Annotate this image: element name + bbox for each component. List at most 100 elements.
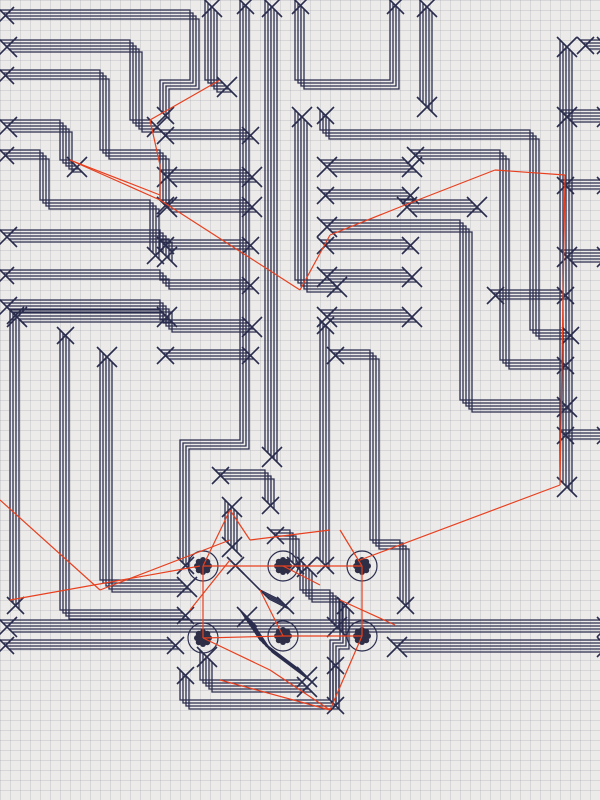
- trace-bus-33[interactable]: [396, 196, 488, 218]
- trace-bus-15[interactable]: [261, 0, 283, 468]
- trace-bus-11[interactable]: [156, 196, 263, 218]
- trace-segment[interactable]: [6, 155, 157, 256]
- trace-segment[interactable]: [238, 568, 290, 610]
- trace-segment[interactable]: [303, 119, 339, 290]
- trace-bus-1[interactable]: [0, 36, 168, 138]
- trace-segment[interactable]: [326, 225, 566, 407]
- trace-bus-50[interactable]: [326, 596, 355, 715]
- trace-segment[interactable]: [9, 158, 160, 259]
- trace-bus-36[interactable]: [576, 36, 600, 55]
- trace-bus-39[interactable]: [556, 246, 600, 268]
- trace-segment[interactable]: [102, 353, 183, 584]
- trace-segment[interactable]: [308, 569, 340, 629]
- trace-segment[interactable]: [294, 0, 391, 81]
- trace-segment[interactable]: [202, 653, 303, 684]
- trace-segment[interactable]: [99, 350, 180, 581]
- trace-segment[interactable]: [105, 356, 186, 587]
- trace-segment[interactable]: [3, 232, 164, 253]
- trace-segment[interactable]: [273, 532, 294, 563]
- trace-segment[interactable]: [6, 125, 76, 167]
- trace-bus-32[interactable]: [406, 146, 575, 375]
- trace-segment[interactable]: [224, 478, 275, 509]
- trace-bus-41[interactable]: [0, 616, 600, 638]
- trace-segment[interactable]: [12, 131, 82, 173]
- trace-segment[interactable]: [108, 359, 189, 590]
- trace-segment[interactable]: [9, 238, 170, 259]
- trace-segment[interactable]: [210, 6, 226, 87]
- trace-segment[interactable]: [205, 656, 306, 687]
- trace-segment[interactable]: [9, 18, 200, 119]
- trace-bus-12[interactable]: [156, 236, 260, 255]
- trace-segment[interactable]: [68, 339, 189, 620]
- trace-bus-10[interactable]: [156, 126, 260, 145]
- trace-segment[interactable]: [306, 122, 342, 293]
- trace-bus-23[interactable]: [316, 156, 423, 178]
- trace-segment[interactable]: [300, 6, 397, 87]
- trace-segment[interactable]: [0, 9, 191, 110]
- trace-segment[interactable]: [208, 659, 309, 690]
- component-pad[interactable]: [187, 550, 219, 582]
- trace-segment[interactable]: [182, 3, 244, 563]
- trace-segment[interactable]: [221, 475, 272, 506]
- trace-segment[interactable]: [303, 9, 400, 90]
- trace-bus-47[interactable]: [221, 496, 243, 558]
- trace-segment[interactable]: [6, 235, 167, 256]
- trace-bus-46[interactable]: [211, 466, 280, 515]
- trace-bus-30[interactable]: [326, 346, 415, 615]
- trace-bus-17[interactable]: [6, 306, 178, 328]
- trace-bus-6[interactable]: [0, 266, 260, 295]
- trace-segment[interactable]: [9, 48, 159, 130]
- trace-segment[interactable]: [3, 12, 194, 113]
- trace-segment[interactable]: [300, 116, 336, 287]
- trace-segment[interactable]: [3, 42, 153, 124]
- trace-segment[interactable]: [65, 336, 186, 617]
- trace-bus-7[interactable]: [0, 296, 263, 338]
- trace-bus-5[interactable]: [0, 226, 178, 268]
- trace-segment[interactable]: [416, 155, 566, 367]
- trace-segment[interactable]: [319, 110, 565, 331]
- trace-bus-24[interactable]: [316, 186, 420, 205]
- trace-segment[interactable]: [322, 113, 568, 334]
- trace-bus-26[interactable]: [316, 236, 420, 255]
- trace-segment[interactable]: [6, 15, 197, 116]
- trace-bus-4[interactable]: [0, 146, 165, 265]
- trace-segment[interactable]: [419, 158, 569, 370]
- trace-layer[interactable]: [0, 0, 600, 715]
- trace-segment[interactable]: [232, 562, 284, 604]
- trace-segment[interactable]: [211, 662, 312, 693]
- trace-segment[interactable]: [185, 6, 247, 566]
- trace-segment[interactable]: [302, 563, 334, 623]
- trace-bus-45[interactable]: [196, 646, 318, 698]
- trace-segment[interactable]: [330, 349, 401, 600]
- trace-segment[interactable]: [320, 219, 560, 401]
- trace-bus-3[interactable]: [0, 116, 88, 178]
- trace-bus-14[interactable]: [176, 0, 255, 575]
- trace-segment[interactable]: [336, 355, 407, 606]
- trace-segment[interactable]: [199, 650, 300, 681]
- trace-bus-27[interactable]: [316, 266, 423, 288]
- trace-bus-42[interactable]: [0, 636, 185, 655]
- trace-bus-8[interactable]: [156, 346, 260, 365]
- trace-segment[interactable]: [0, 229, 161, 250]
- trace-segment[interactable]: [3, 122, 73, 164]
- trace-segment[interactable]: [6, 275, 251, 287]
- trace-segment[interactable]: [213, 9, 229, 90]
- trace-segment[interactable]: [0, 39, 150, 121]
- trace-segment[interactable]: [0, 269, 245, 281]
- trace-segment[interactable]: [59, 330, 180, 611]
- trace-segment[interactable]: [323, 222, 563, 404]
- trace-segment[interactable]: [218, 472, 269, 503]
- trace-segment[interactable]: [329, 228, 569, 410]
- trace-bus-20[interactable]: [291, 0, 405, 90]
- trace-bus-29[interactable]: [316, 306, 423, 328]
- trace-segment[interactable]: [216, 12, 232, 93]
- trace-bus-28[interactable]: [316, 316, 335, 575]
- trace-segment[interactable]: [111, 362, 192, 593]
- trace-bus-2[interactable]: [0, 66, 175, 215]
- trace-segment[interactable]: [9, 278, 254, 290]
- trace-bus-18[interactable]: [56, 326, 195, 625]
- trace-segment[interactable]: [6, 45, 156, 127]
- trace-segment[interactable]: [0, 119, 70, 161]
